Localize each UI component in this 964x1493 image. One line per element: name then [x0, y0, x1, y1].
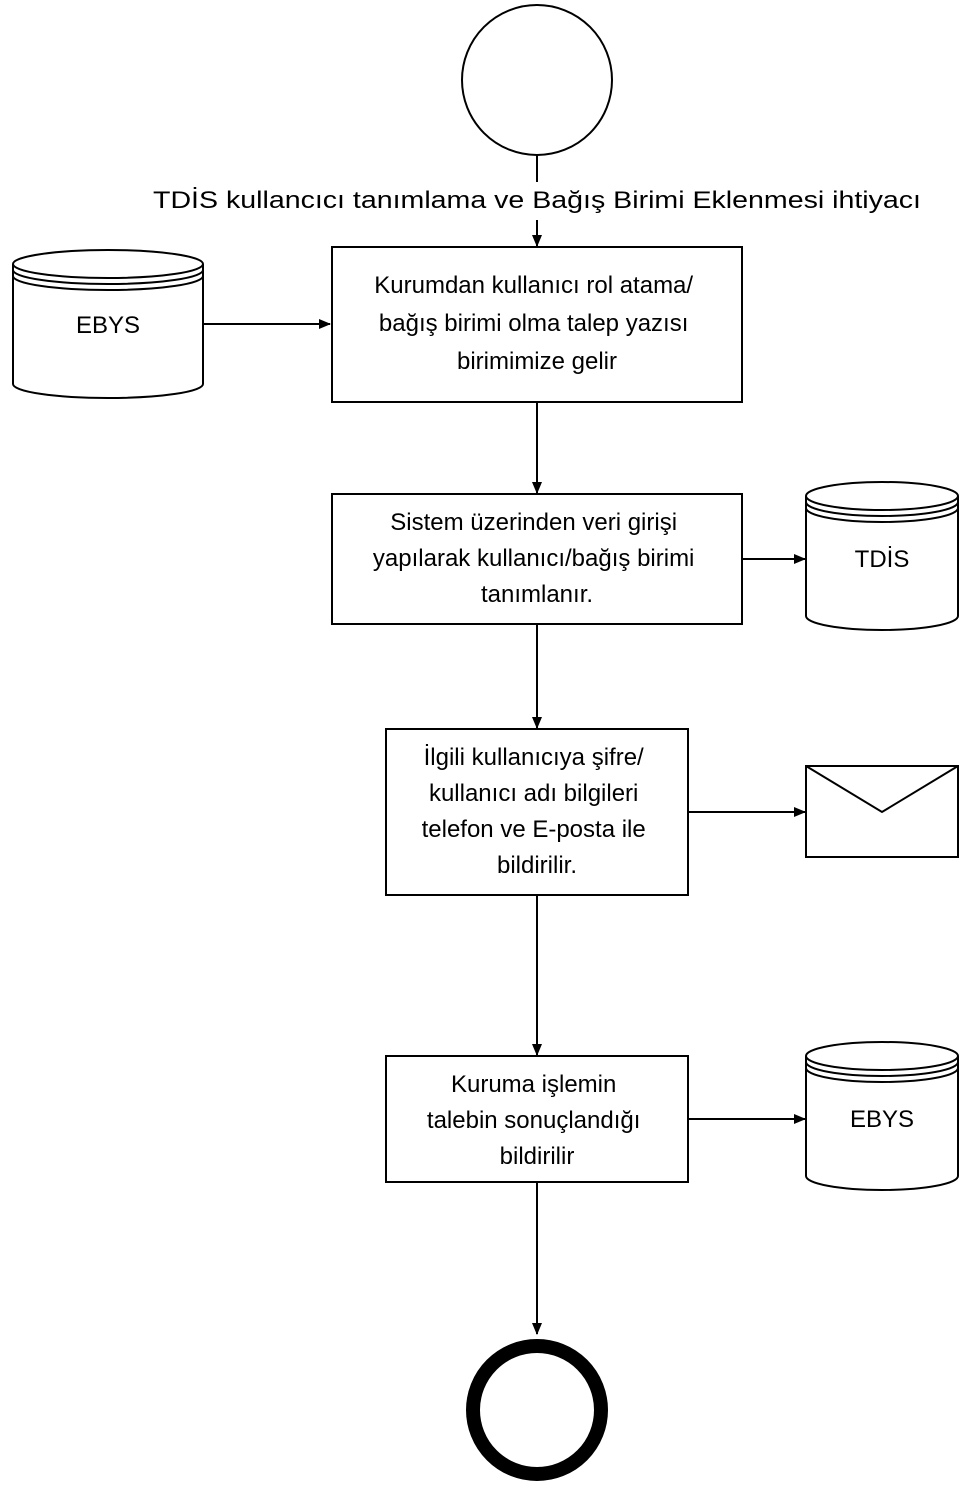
datastore-tdis: TDİS	[805, 481, 959, 631]
process-step-3: İlgili kullanıcıya şifre/ kullanıcı adı …	[385, 728, 689, 896]
step-4-line-3: bildirilir	[500, 1143, 575, 1170]
step-2-line-3: tanımlanır.	[481, 581, 593, 608]
start-event-circle-icon	[461, 4, 613, 156]
step-3-line-3: telefon ve E-posta ile	[422, 816, 646, 843]
datastore-ebys-input: EBYS	[12, 249, 204, 399]
svg-text:Sistem üzerinden veri girişi: Sistem üzerinden veri girişi yapılarak k…	[373, 509, 701, 608]
datastore-ebys-output: EBYS	[805, 1041, 959, 1191]
datastore-3-label: EBYS	[850, 1106, 914, 1133]
database-cylinder-icon	[12, 249, 204, 399]
datastore-2-label: TDİS	[855, 546, 910, 573]
database-cylinder-icon	[805, 1041, 959, 1191]
process-step-4: Kuruma işlemin talebin sonuçlandığı bild…	[385, 1055, 689, 1183]
step-3-line-2: kullanıcı adı bilgileri	[429, 780, 638, 807]
step-2-line-2: yapılarak kullanıcı/bağış birimi	[373, 545, 694, 572]
process-step-1: Kurumdan kullanıcı rol atama/ bağış biri…	[331, 246, 743, 403]
database-cylinder-icon	[805, 481, 959, 631]
step-1-line-2: bağış birimi olma talep yazısı	[379, 310, 688, 337]
envelope-icon	[805, 765, 959, 858]
end-event-circle-icon	[466, 1339, 608, 1481]
datastore-1-label: EBYS	[76, 312, 140, 339]
step-4-line-1: Kuruma işlemin	[451, 1071, 616, 1098]
step-1-line-3: birimimize gelir	[457, 348, 617, 375]
step-3-line-4: bildirilir.	[497, 852, 577, 879]
svg-text:Kuruma işlemin talebin s: Kuruma işlemin talebin sonuçlandığı bild…	[427, 1071, 647, 1170]
process-step-2: Sistem üzerinden veri girişi yapılarak k…	[331, 493, 743, 625]
step-4-line-2: talebin sonuçlandığı	[427, 1107, 641, 1134]
svg-text:Kurumdan kullanıcı rol atama/: Kurumdan kullanıcı rol atama/ bağış biri…	[374, 272, 700, 375]
step-1-line-1: Kurumdan kullanıcı rol atama/	[374, 272, 693, 299]
step-2-line-1: Sistem üzerinden veri girişi	[390, 509, 677, 536]
svg-text:İlgili kullanıcıya şifre/: İlgili kullanıcıya şifre/ kullanıcı adı …	[422, 744, 653, 879]
step-3-line-1: İlgili kullanıcıya şifre/	[424, 744, 644, 771]
trigger-label: TDİS kullancıcı tanımlama ve Bağış Birim…	[153, 187, 921, 214]
